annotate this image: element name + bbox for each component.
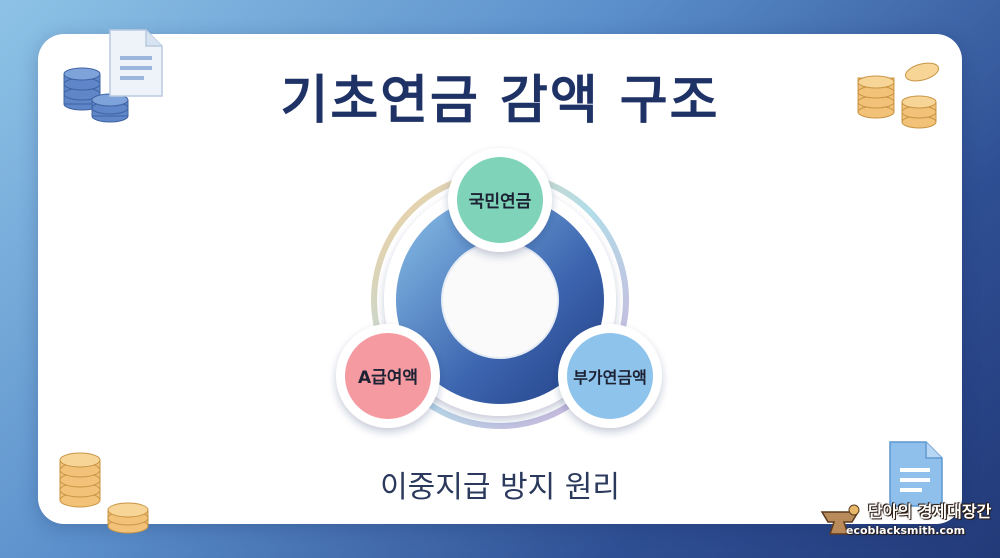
coins-gold-icon [59, 452, 149, 534]
document-icon [109, 29, 163, 97]
anvil-logo-icon [820, 504, 860, 535]
page-title: 기초연금 감액 구조 [280, 71, 720, 131]
node-a-benefit-label: A급여액 [358, 368, 418, 388]
pension-diagram: 국민연금 A급여액 부가연금액 [336, 148, 662, 429]
diagram-caption: 이중지급 방지 원리 [380, 470, 620, 505]
node-additional-pension: 부가연금액 [558, 324, 662, 428]
watermark-url: ecoblacksmith.com [846, 524, 966, 537]
coins-blue-icon [63, 67, 129, 123]
watermark: 단아의 경제대장간 ecoblacksmith.com [818, 496, 998, 554]
node-a-benefit: A급여액 [336, 324, 440, 428]
watermark-name: 단아의 경제대장간 [868, 502, 992, 521]
coins-gold-icon [857, 62, 940, 129]
node-additional-pension-label: 부가연금액 [573, 368, 647, 387]
node-national-pension: 국민연금 [448, 148, 552, 252]
center-circle [441, 241, 559, 359]
node-national-pension-label: 국민연금 [469, 192, 532, 212]
document-icon [889, 441, 943, 507]
